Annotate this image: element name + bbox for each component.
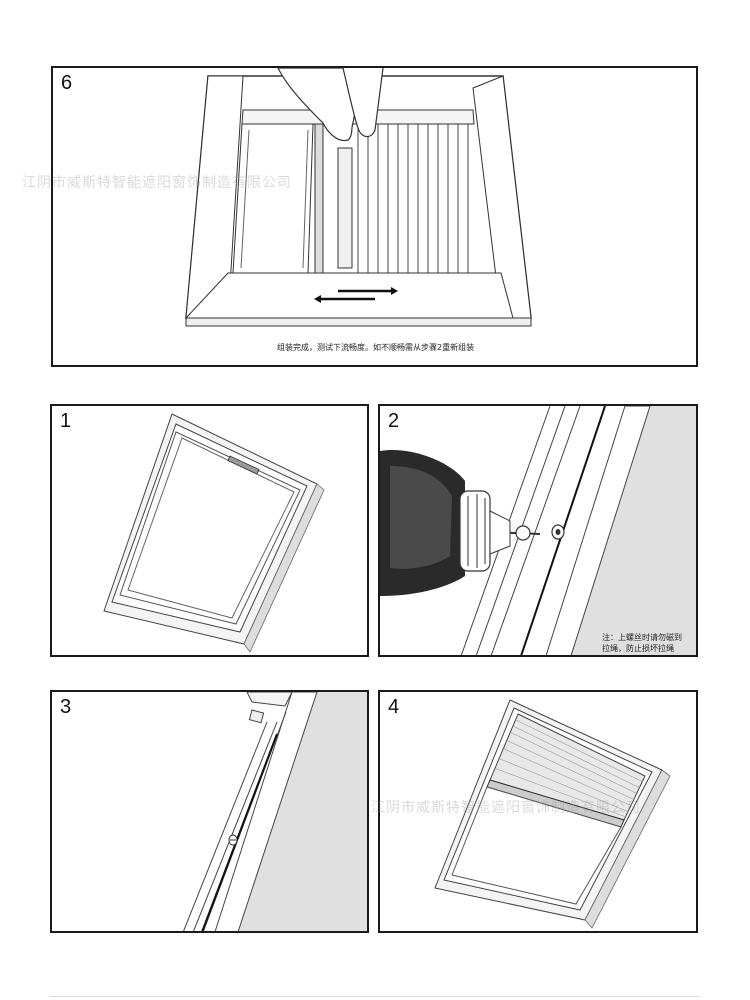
step-2-note-line2: 拉绳，防止损坏拉绳 [602,644,674,653]
step-3-illustration [183,692,367,931]
step-number: 4 [388,696,400,718]
step-2-note-line1: 注：上螺丝时请勿磁到 [602,633,682,642]
step-number: 2 [388,410,400,432]
fabric-pleats [493,719,644,818]
step-1-illustration [103,413,325,653]
bottom-divider [50,996,700,997]
step-2-illustration [380,406,696,655]
step-number: 1 [60,410,72,432]
step-6-illustration [184,68,532,327]
watermark-top: 江阴市威斯特智能遮阳窗饰制造有限公司 [22,175,292,191]
step-4-illustration [434,699,671,929]
watermark-bottom: 江阴市威斯特智能遮阳窗饰制造有限公司 [371,800,641,816]
step-4-panel: 4 [378,690,698,933]
step-2-panel: 2 注：上螺丝时请勿磁到 拉绳，防止损坏拉绳 [378,404,698,657]
step-number: 6 [61,72,73,94]
step-6-caption: 组装完成，测试下流畅度。如不顺畅需从步骤2重新组装 [277,343,475,352]
step-6-panel: 6 [51,66,698,367]
step-number: 3 [60,696,72,718]
pleats-group [357,124,469,273]
step-1-panel: 1 [50,404,369,657]
step-3-panel: 3 [50,690,369,933]
